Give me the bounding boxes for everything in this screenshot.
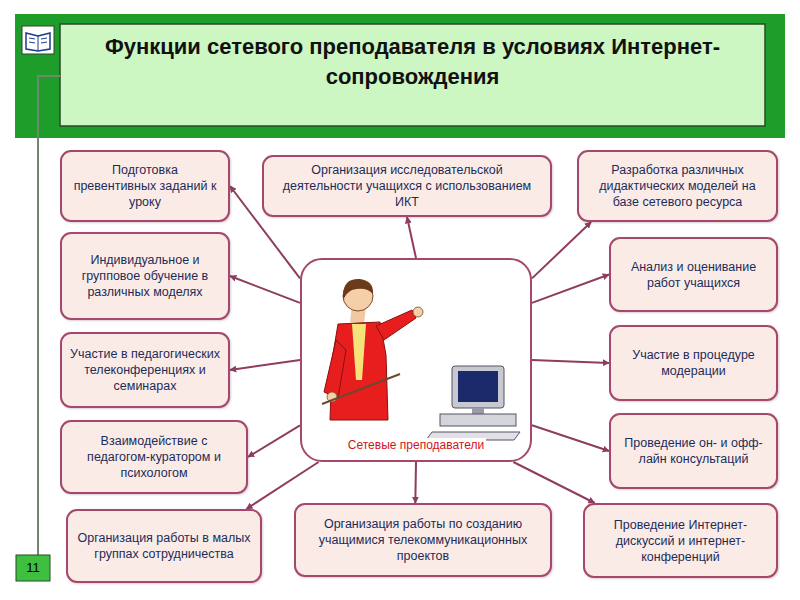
function-box: Анализ и оценивание работ учащихся [609,237,778,312]
function-box: Участие в педагогических телеконференция… [60,332,230,408]
function-box: Организация работы по созданию учащимися… [294,503,552,577]
node-body: Анализ и оценивание работ учащихся [619,259,768,291]
slide-number-box [16,555,50,581]
node-body: Участие в педагогических телеконференция… [70,346,220,394]
function-box: Взаимодействие с педагогом-куратором и п… [60,420,248,494]
teacher-hand [413,307,423,317]
pointer-stick [322,374,400,404]
monitor-screen [458,371,498,402]
function-box: Индивидуальное и групповое обучение в ра… [60,232,230,320]
side-rule [38,76,60,556]
book-icon [26,33,50,51]
box-text: Проведение Интернет-дискуссий и интернет… [593,517,768,565]
box-text: Организация работы в малых группах сотру… [76,530,252,562]
arrow-connector [532,360,609,363]
function-box: Участие в процедуре модерации [609,325,778,401]
arrow-connector [230,360,300,370]
function-box: Разработка различных дидактических модел… [577,150,778,222]
function-box: Проведение он- и офф-лайн консультаций [609,413,778,489]
node-body: Организация работы по созданию учащимися… [304,516,542,564]
node-body: Проведение Интернет-дискуссий и интернет… [593,517,768,565]
arrow-connector [414,462,417,503]
node-body: Разработка различных дидактических модел… [587,162,768,210]
arrow-connector [230,276,300,303]
arrow-connector [407,217,416,258]
monitor [452,366,504,408]
node-body: Взаимодействие с педагогом-куратором и п… [70,433,238,481]
box-text: Организация исследовательской деятельнос… [272,162,542,210]
node-body: Подготовка превентивных заданий к уроку [70,162,220,210]
box-text: Взаимодействие с педагогом-куратором и п… [70,433,238,481]
arrow-connector [513,462,594,503]
arrow-connector [532,222,591,278]
function-box: Организация исследовательской деятельнос… [262,155,552,217]
slide-title: Функции сетевого преподавателя в условия… [70,32,755,91]
arrow-connector [248,425,300,457]
teacher-shirt [352,324,366,380]
teacher-illustration [322,279,520,440]
header-band [15,14,785,138]
book-icon-frame [22,26,54,54]
node-body: Организация исследовательской деятельнос… [272,162,542,210]
box-text: Подготовка превентивных заданий к уроку [70,162,220,210]
computer-case [440,414,516,426]
box-text: Разработка различных дидактических модел… [587,162,768,210]
box-text: Анализ и оценивание работ учащихся [619,259,768,291]
box-text: Организация работы по созданию учащимися… [304,516,542,564]
title-panel [60,24,765,126]
teacher-left-arm [324,340,346,398]
slide-number: 11 [17,557,49,579]
arrow-connector [532,425,609,451]
monitor-stand [472,408,484,414]
teacher-hair [343,279,373,300]
box-text: Участие в педагогических телеконференция… [70,346,220,394]
function-box: Организация работы в малых группах сотру… [66,509,262,583]
box-text: Индивидуальное и групповое обучение в ра… [70,252,220,300]
arrow-connector [246,462,318,509]
arrow-connector [532,275,609,303]
book-icon-pages [29,36,47,51]
center-label: Сетевые преподаватели [346,438,486,452]
function-box: Проведение Интернет-дискуссий и интернет… [583,503,778,578]
box-text: Участие в процедуре модерации [619,347,768,379]
node-body: Индивидуальное и групповое обучение в ра… [70,252,220,300]
node-body: Проведение он- и офф-лайн консультаций [619,435,768,467]
node-body: Участие в процедуре модерации [619,347,768,379]
box-text: Проведение он- и офф-лайн консультаций [619,435,768,467]
node-body: Организация работы в малых группах сотру… [76,530,252,562]
teacher-arm [376,310,416,340]
node-body: Сетевые преподаватели [346,438,486,452]
center-node: Сетевые преподаватели [300,258,532,462]
function-box: Подготовка превентивных заданий к уроку [60,150,230,222]
